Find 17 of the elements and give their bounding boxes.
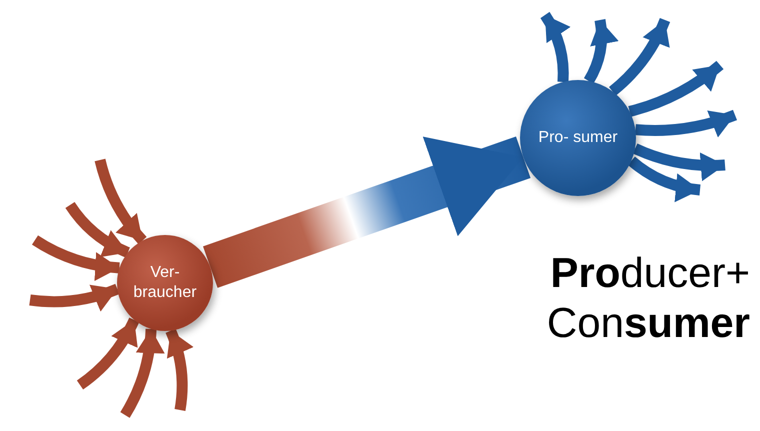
arrow xyxy=(628,156,701,202)
arrow xyxy=(65,202,130,258)
arrow xyxy=(584,19,618,84)
arrow xyxy=(632,143,726,181)
arrow xyxy=(166,328,194,411)
circle-node: Pro- sumer xyxy=(520,80,636,196)
arrow xyxy=(29,284,120,312)
arrow xyxy=(608,18,670,96)
circle-node: Ver- braucher xyxy=(117,235,213,331)
arrow xyxy=(76,318,140,390)
arrow xyxy=(32,235,120,281)
arrow xyxy=(94,158,147,244)
arrow xyxy=(540,12,570,82)
arrow xyxy=(628,60,724,117)
arrow xyxy=(120,328,164,418)
arrow xyxy=(635,110,737,138)
heading-text: Producer+ Consumer xyxy=(546,248,750,348)
